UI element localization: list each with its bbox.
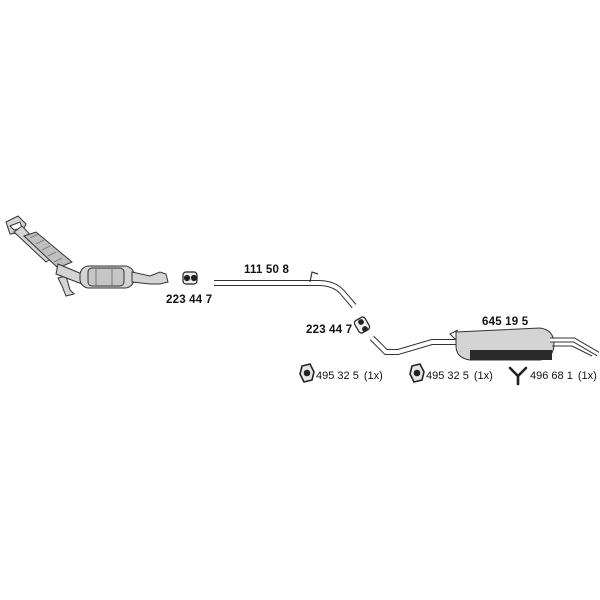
hardware-part-number: 495 32 5 xyxy=(426,370,469,382)
part-number-clamp-1: 223 44 7 xyxy=(166,294,213,306)
hardware-part-number: 495 32 5 xyxy=(316,370,359,382)
part-number-clamp-2: 223 44 7 xyxy=(306,324,353,336)
hardware-label-hanger-1: 495 32 5 (1x) xyxy=(316,370,383,382)
hardware-label-y-bracket: 496 68 1 (1x) xyxy=(530,370,597,382)
y-bracket-icon xyxy=(508,366,528,386)
rear-muffler xyxy=(369,327,600,361)
hardware-qty: (1x) xyxy=(363,370,383,382)
hardware-part-number: 496 68 1 xyxy=(530,370,573,382)
rubber-hanger-icon xyxy=(299,363,315,383)
center-pipe xyxy=(214,271,357,308)
hardware-qty: (1x) xyxy=(577,370,597,382)
rubber-hanger-icon xyxy=(409,363,425,383)
part-number-center-pipe: 111 50 8 xyxy=(244,264,290,276)
part-number-rear-muffler: 645 19 5 xyxy=(482,316,529,328)
clamp-2 xyxy=(353,316,371,334)
clamp-1 xyxy=(182,271,198,285)
hardware-qty: (1x) xyxy=(473,370,493,382)
front-pipe-catalyst xyxy=(5,215,169,297)
hardware-label-hanger-2: 495 32 5 (1x) xyxy=(426,370,493,382)
